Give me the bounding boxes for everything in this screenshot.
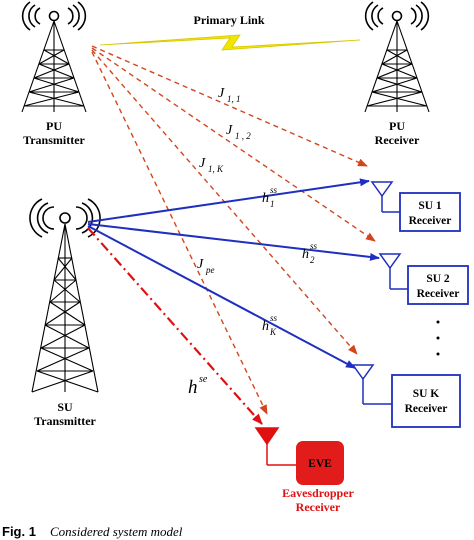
suk-antenna-icon	[351, 364, 392, 405]
svg-text:ss: ss	[270, 185, 278, 195]
su-transmitter-label-line2: Transmitter	[34, 414, 96, 428]
su1-receiver-label-line1: SU 1	[418, 200, 442, 212]
label-hse: h se	[188, 374, 208, 398]
pu-transmitter-label-line1: PU	[46, 119, 62, 133]
su2-antenna-icon	[378, 253, 408, 290]
svg-text:J: J	[226, 123, 233, 138]
signal-wave-icon	[29, 198, 101, 238]
primary-link-label: Primary Link	[194, 13, 265, 27]
svg-text:J: J	[197, 257, 204, 272]
su1-antenna-icon	[370, 181, 400, 213]
eve-label-line1: Eavesdropper	[282, 486, 354, 500]
svg-text:h: h	[302, 247, 309, 262]
figure-caption: Fig. 1 Considered system model	[2, 524, 183, 539]
label-jpe: J pe	[197, 257, 215, 275]
label-hk: h ss K	[262, 313, 278, 337]
suk-receiver-label-line1: SU K	[413, 388, 440, 400]
pu-receiver-label-line1: PU	[389, 119, 405, 133]
label-j11: J 1, 1	[218, 86, 241, 104]
su-links	[87, 178, 380, 369]
svg-text:J: J	[199, 156, 206, 171]
jamming-link-su2	[91, 47, 376, 242]
suk-receiver-box	[391, 374, 461, 428]
svg-text:ss: ss	[310, 241, 318, 251]
su-link-2	[87, 223, 380, 261]
svg-text:pe: pe	[205, 265, 215, 275]
su2-receiver-label-line2: Receiver	[417, 288, 460, 300]
signal-wave-icon	[364, 1, 430, 31]
eve-box	[296, 441, 344, 485]
su-transmitter-label-line1: SU	[57, 400, 73, 414]
svg-text:h: h	[262, 319, 269, 334]
label-j12: J 1 , 2	[226, 123, 251, 141]
svg-text:K: K	[269, 327, 277, 337]
label-h2: h ss 2	[302, 241, 318, 265]
ellipsis-dots	[436, 320, 440, 356]
svg-text:se: se	[199, 374, 208, 385]
su2-receiver-box	[407, 265, 469, 305]
pu-receiver-label-line2: Receiver	[375, 133, 420, 147]
eve-label-line2: Receiver	[296, 500, 341, 514]
su-link-1	[87, 178, 370, 223]
su2-receiver-label-line1: SU 2	[426, 273, 450, 285]
su1-receiver-label-line2: Receiver	[409, 215, 452, 227]
su-link-k	[87, 225, 356, 369]
svg-text:J: J	[218, 86, 225, 101]
lightning-icon	[99, 34, 361, 51]
eve-antenna-icon	[254, 427, 296, 466]
caption-text: Considered system model	[50, 524, 183, 539]
svg-text:ss: ss	[270, 313, 278, 323]
svg-text:1 , 2: 1 , 2	[235, 131, 251, 141]
svg-text:1, 1: 1, 1	[227, 94, 241, 104]
suk-receiver-label-line2: Receiver	[405, 403, 448, 415]
su-transmitter-tower-icon	[29, 198, 101, 393]
pu-receiver-tower-icon	[364, 1, 430, 113]
svg-text:h: h	[188, 377, 198, 398]
caption-prefix: Fig. 1	[2, 524, 36, 539]
pu-transmitter-label-line2: Transmitter	[23, 133, 85, 147]
pu-transmitter-tower-icon	[21, 1, 87, 113]
svg-text:1: 1	[270, 199, 275, 209]
jamming-link-su1	[91, 45, 368, 167]
label-j1k: J 1, K	[199, 156, 224, 174]
signal-wave-icon	[21, 1, 87, 31]
eavesdrop-link	[87, 227, 263, 425]
jamming-link-eve	[91, 51, 268, 415]
svg-text:2: 2	[310, 255, 315, 265]
label-h1: h ss 1	[262, 185, 278, 209]
eve-box-label: EVE	[308, 458, 332, 470]
svg-text:h: h	[262, 191, 269, 206]
svg-text:1, K: 1, K	[208, 164, 224, 174]
su1-receiver-box	[399, 192, 461, 232]
